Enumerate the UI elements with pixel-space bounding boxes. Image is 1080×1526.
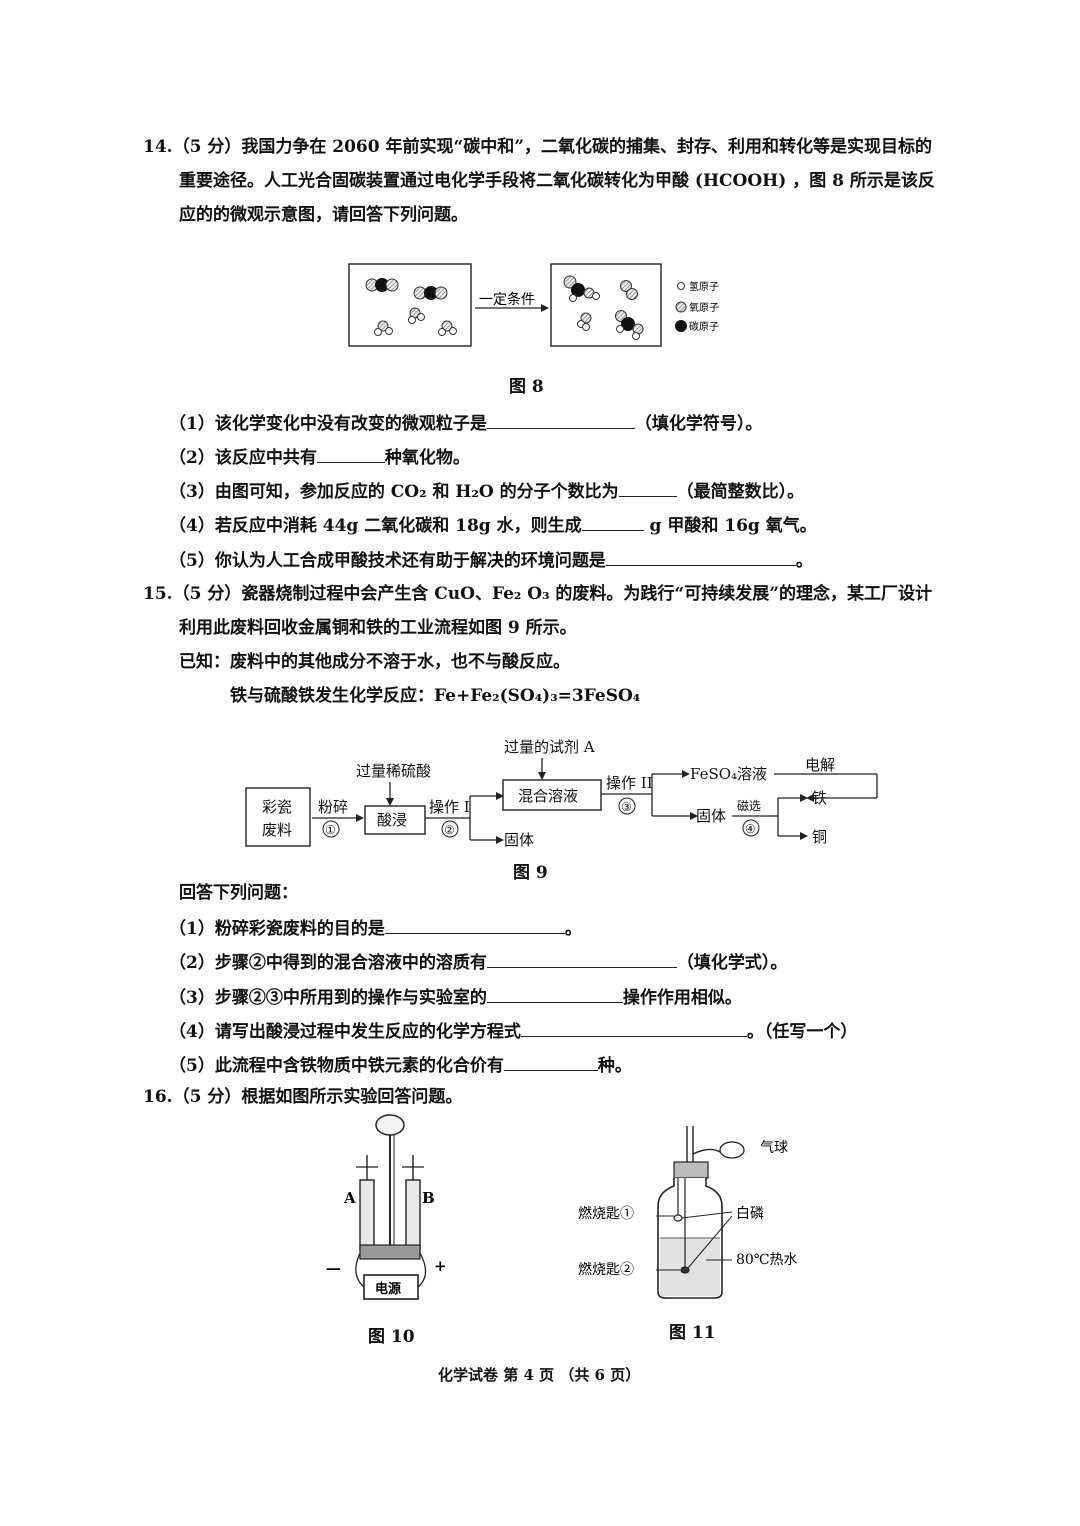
step-1: ① [325, 823, 336, 837]
mixed-solution-box [502, 779, 602, 811]
q15-sub4: （4）请写出酸浸过程中发生反应的化学方程式。（任写一个） [169, 1020, 858, 1042]
figure-8-caption: 图 8 [509, 377, 544, 397]
reactant-box [348, 263, 472, 347]
electrolysis-label: 电解 [805, 756, 835, 774]
electrode-a-label: A [343, 1189, 356, 1207]
oxygen-legend-icon [675, 301, 687, 313]
q14-line3: 应的的微观示意图，请回答下列问题。 [179, 205, 468, 225]
answer-blank[interactable] [581, 514, 644, 531]
step-3: ③ [621, 800, 632, 814]
reagent-label: 过量的试剂 A [504, 738, 595, 756]
legend-hydrogen: 氢原子 [689, 280, 719, 293]
iron-label: 铁 [812, 789, 827, 807]
magnetic-label: 磁选 [737, 798, 761, 813]
q15-known2: 铁与硫酸铁发生化学反应：Fe+Fe₂(SO₄)₃=3FeSO₄ [230, 686, 641, 706]
q15-answer-intro: 回答下列问题： [179, 883, 298, 903]
power-label: 电源 [375, 1281, 401, 1297]
product-box [550, 263, 662, 347]
o2-molecule [620, 280, 638, 300]
legend-oxygen: 氧原子 [689, 301, 719, 314]
q14-sub5: （5）你认为人工合成甲酸技术还有助于解决的环境问题是。 [169, 549, 813, 571]
step-2: ② [444, 823, 455, 837]
solid-2-label: 固体 [696, 807, 726, 825]
answer-blank[interactable] [486, 986, 623, 1003]
balloon-label: 气球 [760, 1140, 788, 1156]
op1-label: 操作 I [429, 798, 470, 816]
step-4: ④ [745, 822, 756, 836]
q14-line1: 14.（5 分）我国力争在 2060 年前实现“碳中和”，二氧化碳的捕集、封存、… [143, 137, 933, 157]
q15-sub5: （5）此流程中含铁物质中铁元素的化合价有种。 [169, 1054, 632, 1076]
negative-terminal-label: — [326, 1259, 341, 1277]
answer-blank[interactable] [503, 1054, 598, 1071]
q14-sub4: （4）若反应中消耗 44g 二氧化碳和 18g 水，则生成 g 甲酸和 16g … [169, 514, 817, 536]
solid-1-label: 固体 [504, 831, 534, 849]
q15-line1: 15.（5 分）瓷器烧制过程中会产生含 CuO、Fe₂ O₃ 的废料。为践行“可… [143, 584, 932, 604]
q15-sub1: （1）粉碎彩瓷废料的目的是。 [169, 917, 582, 939]
co2-molecule [413, 286, 448, 300]
page-footer: 化学试卷 第 4 页 （共 6 页） [438, 1366, 641, 1384]
op2-label: 操作 II [606, 774, 653, 792]
figure-11-caption: 图 11 [669, 1323, 716, 1343]
hcooh-molecule [615, 310, 644, 340]
hcooh-molecule [563, 275, 600, 302]
answer-blank[interactable] [316, 446, 385, 463]
q15-sub2: （2）步骤②中得到的混合溶液中的溶质有（填化学式）。 [169, 951, 788, 973]
acid-input-label: 过量稀硫酸 [356, 762, 431, 780]
electrode-b-label: B [422, 1189, 435, 1207]
phosphorus-label: 白磷 [736, 1206, 764, 1222]
co2-molecule [365, 278, 399, 292]
spoon-2-label: 燃烧匙② [578, 1261, 634, 1278]
h2o-molecule [374, 320, 393, 336]
arrow-label: 一定条件 [479, 291, 535, 308]
q14-sub1: （1）该化学变化中没有改变的微观粒子是（填化学符号）。 [169, 412, 763, 434]
h2o-molecule [438, 320, 457, 336]
hot-water-label: 80℃热水 [736, 1252, 797, 1268]
h2o-molecule [577, 312, 592, 331]
spoon-1-label: 燃烧匙① [578, 1205, 634, 1222]
mixed-solution-label: 混合溶液 [518, 787, 578, 805]
leach-label: 酸浸 [377, 811, 407, 829]
q14-sub2: （2）该反应中共有种氧化物。 [169, 446, 470, 468]
q15-line2: 利用此废料回收金属铜和铁的工业流程如图 9 所示。 [179, 618, 577, 638]
figure-8-diagram: 一定条件 氢原子 氧原子 碳原子 [348, 263, 719, 347]
q15-known1: 已知：废料中的其他成分不溶于水，也不与酸反应。 [179, 652, 570, 672]
answer-blank[interactable] [618, 480, 677, 497]
q15-sub3: （3）步骤②③中所用到的操作与实验室的操作作用相似。 [169, 986, 742, 1008]
q16-line1: 16.（5 分）根据如图所示实验回答问题。 [143, 1087, 463, 1107]
figure-9-caption: 图 9 [513, 863, 548, 883]
answer-blank[interactable] [605, 549, 796, 566]
leach-box [364, 805, 426, 835]
hydrogen-legend-icon [677, 282, 685, 290]
h2o-molecule [408, 307, 425, 324]
feso4-label: FeSO₄溶液 [690, 765, 767, 783]
positive-terminal-label: + [434, 1257, 447, 1275]
waste-label-1: 彩瓷 [262, 798, 292, 816]
answer-blank[interactable] [486, 412, 635, 429]
q14-line2: 重要途径。人工光合固碳装置通过电化学手段将二氧化碳转化为甲酸 (HCOOH) ，… [179, 171, 935, 191]
legend-carbon: 碳原子 [689, 320, 719, 333]
answer-blank[interactable] [520, 1020, 747, 1037]
crush-label: 粉碎 [318, 798, 348, 816]
waste-label-2: 废料 [262, 821, 292, 839]
answer-blank[interactable] [486, 951, 677, 968]
q14-sub3: （3）由图可知，参加反应的 CO₂ 和 H₂O 的分子个数比为（最简整数比）。 [169, 480, 805, 502]
answer-blank[interactable] [384, 917, 565, 934]
carbon-legend-icon [675, 320, 687, 332]
figure-10-electrolysis: 电源 A B — + [326, 1114, 447, 1300]
figure-9-flowchart: 彩瓷 废料 粉碎 ① 过量稀硫酸 酸浸 操作 I ② 固体 过量的试剂 A 混合… [245, 738, 878, 849]
waste-box [245, 787, 311, 847]
copper-label: 铜 [812, 828, 827, 846]
figure-10-caption: 图 10 [368, 1327, 415, 1347]
figure-11-phosphorus: 气球 燃烧匙① 燃烧匙② 白磷 80℃热水 [578, 1126, 797, 1299]
